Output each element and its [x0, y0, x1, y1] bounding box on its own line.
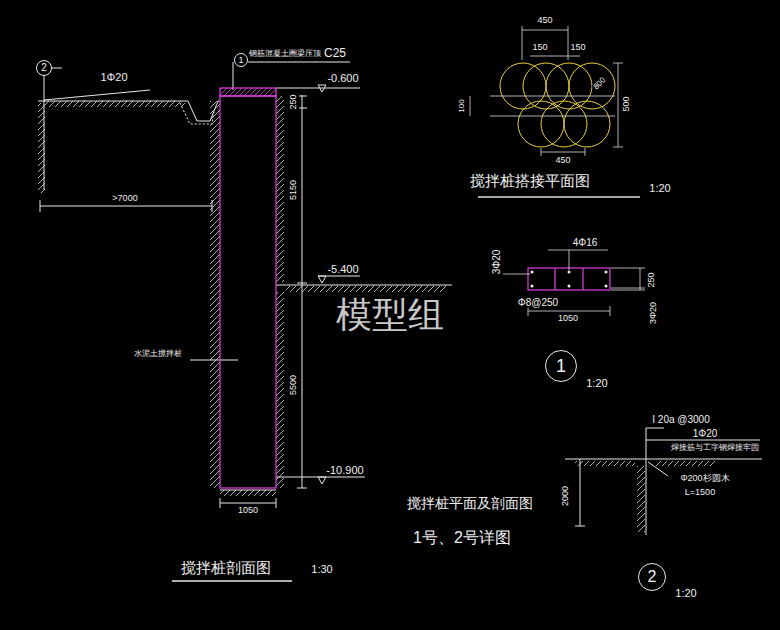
drawing-label: 搅拌桩剖面图 [180, 560, 272, 577]
drawing-label: L=1500 [684, 488, 716, 498]
drawing-label: 2000 [561, 485, 571, 507]
callout-circle: 2 [36, 60, 52, 76]
drawing-label: 500 [622, 95, 632, 112]
drawing-label: 搅拌桩搭接平面图 [469, 173, 591, 190]
callout-number: 2 [41, 63, 47, 73]
drawing-label: 250 [647, 271, 657, 288]
drawing-label: 5500 [289, 374, 299, 396]
drawing-label: 3Φ20 [491, 249, 502, 276]
drawing-label: I 20a @3000 [651, 414, 710, 425]
callout-number: 1 [238, 56, 243, 65]
drawing-label: 3Φ20 [649, 301, 659, 325]
callout-circle: 1 [234, 53, 248, 67]
drawing-label: 1050 [557, 314, 579, 324]
drawing-label: -10.900 [325, 464, 364, 476]
drawing-label: 1:20 [585, 377, 608, 389]
drawing-label: 1Φ20 [99, 71, 128, 83]
drawing-label: 1:20 [648, 182, 671, 194]
drawing-label: -5.400 [326, 263, 359, 275]
drawing-label: 150 [569, 43, 586, 53]
drawing-label: >7000 [111, 194, 138, 204]
drawing-label: 1:20 [674, 587, 697, 599]
drawing-label: 1Φ20 [692, 428, 719, 439]
drawing-label: 150 [531, 43, 548, 53]
drawing-label: 水泥土搅拌桩 [133, 350, 183, 359]
drawing-label: 5150 [289, 179, 299, 201]
callout-number: 2 [648, 569, 657, 585]
drawing-label: 搅拌桩平面及剖面图 [406, 496, 534, 511]
callout-circle: 1 [545, 350, 577, 382]
drawing-label: 1050 [237, 506, 259, 516]
callout-circle: 2 [638, 563, 666, 591]
drawing-label: 250 [289, 93, 299, 110]
drawing-label: 1号、2号详图 [412, 529, 512, 547]
drawing-label: 钢筋混凝土圈梁压顶 [248, 50, 322, 59]
drawing-label: 450 [536, 16, 553, 26]
drawing-label: 450 [554, 156, 571, 166]
drawing-label: Φ200杉圆木 [679, 474, 730, 484]
drawing-label: Φ8@250 [517, 297, 559, 308]
drawing-label: 焊接筋与工字钢焊接牢固 [670, 444, 760, 453]
drawing-label: 1:30 [310, 563, 333, 575]
callout-number: 1 [556, 357, 566, 375]
drawing-label: -0.600 [326, 72, 359, 84]
watermark: 模型组 [335, 295, 445, 335]
drawing-label: 100 [458, 98, 467, 113]
drawing-label: 800 [591, 75, 608, 92]
drawing-label: C25 [323, 47, 347, 60]
drawing-label: 4Φ16 [572, 237, 599, 248]
